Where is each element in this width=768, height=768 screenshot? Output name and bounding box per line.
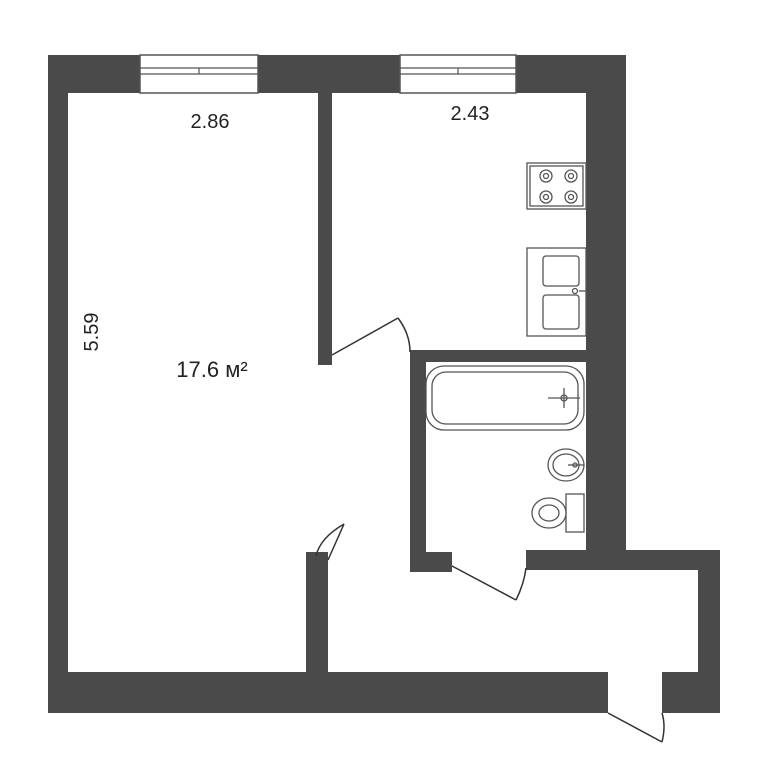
dimension-room-length: 5.59 [81, 313, 103, 352]
wall-bath-top [410, 350, 586, 362]
walls [48, 55, 720, 713]
double-sink-icon [526, 247, 587, 337]
dimension-room-width: 2.86 [191, 111, 230, 133]
wall-right-upper [586, 55, 626, 567]
stove-icon [526, 162, 587, 210]
door-entrance [607, 712, 665, 743]
bathtub-icon [425, 365, 585, 431]
washbasin-icon [547, 448, 585, 482]
door-room-kitchen [331, 317, 411, 356]
wall-bottom [48, 672, 608, 713]
toilet-icon [531, 493, 585, 533]
wall-corridor-top-right [526, 550, 720, 570]
window-left [139, 54, 259, 94]
wall-top-middle [258, 55, 400, 93]
wall-room-kitchen [318, 93, 332, 365]
door-room-corridor [315, 523, 345, 561]
wall-bath-bottom-left [410, 552, 452, 572]
wall-right-lower [698, 550, 720, 713]
wall-left [48, 55, 68, 713]
door-bathroom [451, 565, 527, 601]
wall-bath-left [410, 350, 426, 572]
dimension-kitchen-width: 2.43 [451, 103, 490, 125]
window-right [399, 54, 517, 94]
room-area-label: 17.6 м² [176, 357, 247, 382]
wall-corridor-left [306, 552, 328, 676]
